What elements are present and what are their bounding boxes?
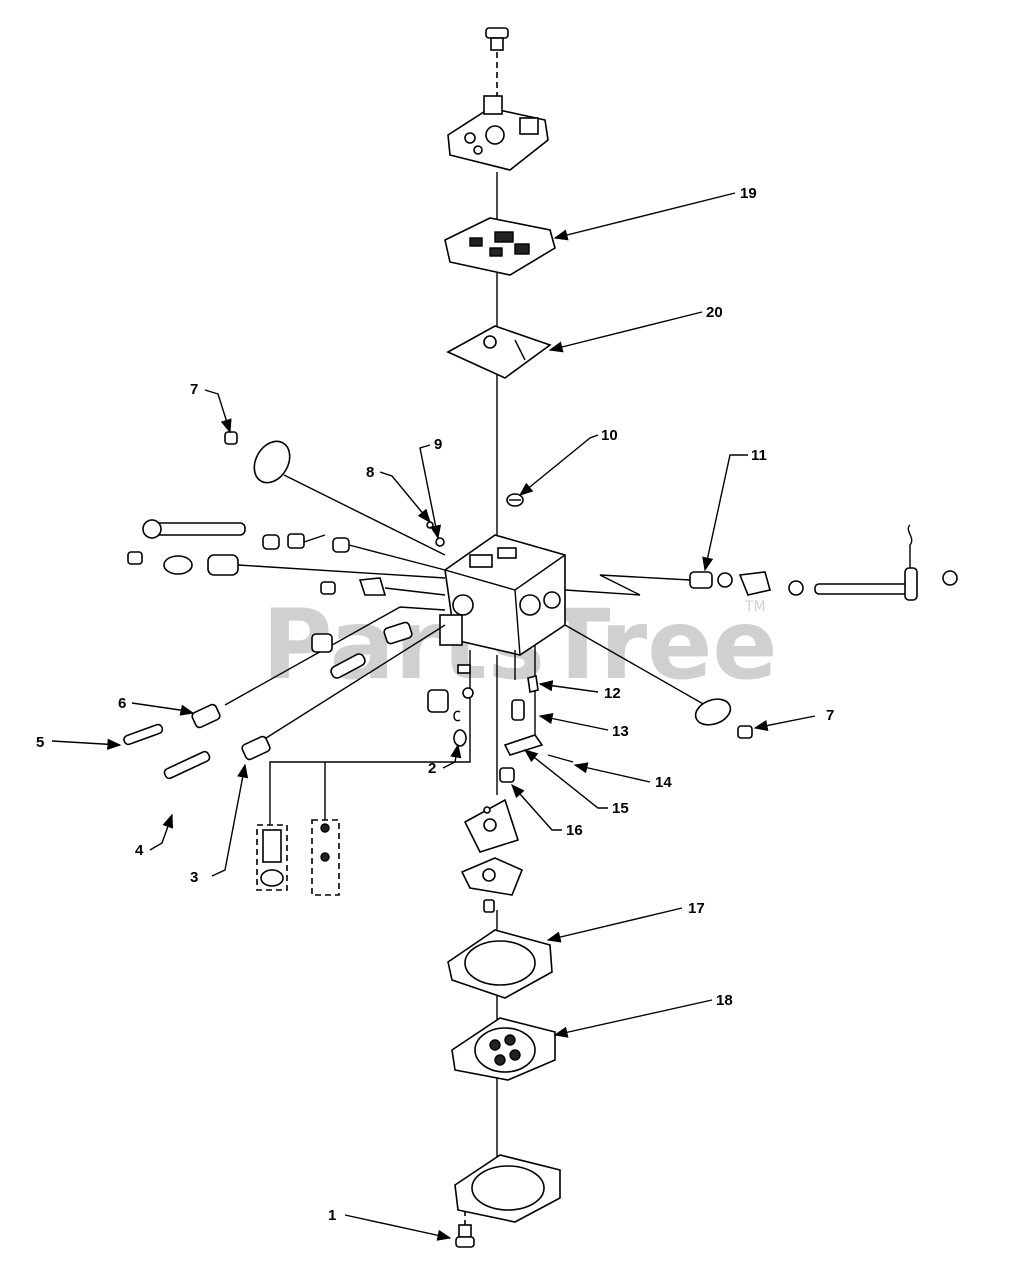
callout-5: 5	[36, 734, 44, 751]
top-screw-part	[485, 27, 509, 51]
callout-3: 3	[190, 869, 198, 886]
callout-1: 1	[328, 1207, 336, 1224]
callout-7-left: 7	[190, 381, 198, 398]
callout-11: 11	[751, 447, 767, 464]
callout-12: 12	[604, 685, 621, 702]
callout-leaders	[51, 192, 816, 1241]
inlet-screen-part	[506, 493, 524, 507]
callout-10: 10	[601, 427, 618, 444]
callout-15: 15	[612, 800, 629, 817]
carburetor-body-part	[439, 534, 566, 656]
metering-lever-parts	[499, 645, 574, 783]
pump-gasket-part	[444, 217, 556, 276]
callout-17: 17	[688, 900, 705, 917]
callout-14: 14	[655, 774, 672, 791]
welch-plug-parts	[256, 650, 471, 896]
callout-6: 6	[118, 695, 126, 712]
callout-18: 18	[716, 992, 733, 1009]
fitting-parts	[427, 664, 474, 747]
metering-gasket-part	[447, 929, 553, 999]
callout-labels: 1 2 3 4 5 6 7 7 8 9 10 11 12 13 14 15 16…	[36, 185, 834, 1224]
mixture-needle-parts	[123, 606, 446, 780]
metering-cover-part	[454, 1154, 561, 1223]
left-shaft-parts	[127, 519, 446, 596]
metering-plate-parts	[460, 798, 524, 913]
callout-4: 4	[135, 842, 144, 859]
callout-9: 9	[434, 436, 442, 453]
callout-19: 19	[740, 185, 757, 202]
pump-cover-part	[447, 95, 549, 171]
right-throttle-plate-part	[564, 624, 753, 739]
right-shaft-parts	[564, 524, 958, 601]
watermark-trademark: TM	[744, 599, 766, 615]
callout-8: 8	[366, 464, 374, 481]
callout-20: 20	[706, 304, 723, 321]
callout-2: 2	[428, 760, 436, 777]
left-throttle-plate-part	[224, 431, 446, 556]
metering-diaphragm-part	[451, 1017, 556, 1081]
callout-16: 16	[566, 822, 583, 839]
callout-13: 13	[612, 723, 629, 740]
callout-7-right: 7	[826, 707, 834, 724]
pump-diaphragm-part	[446, 325, 552, 379]
bottom-screw-part	[455, 1224, 475, 1248]
